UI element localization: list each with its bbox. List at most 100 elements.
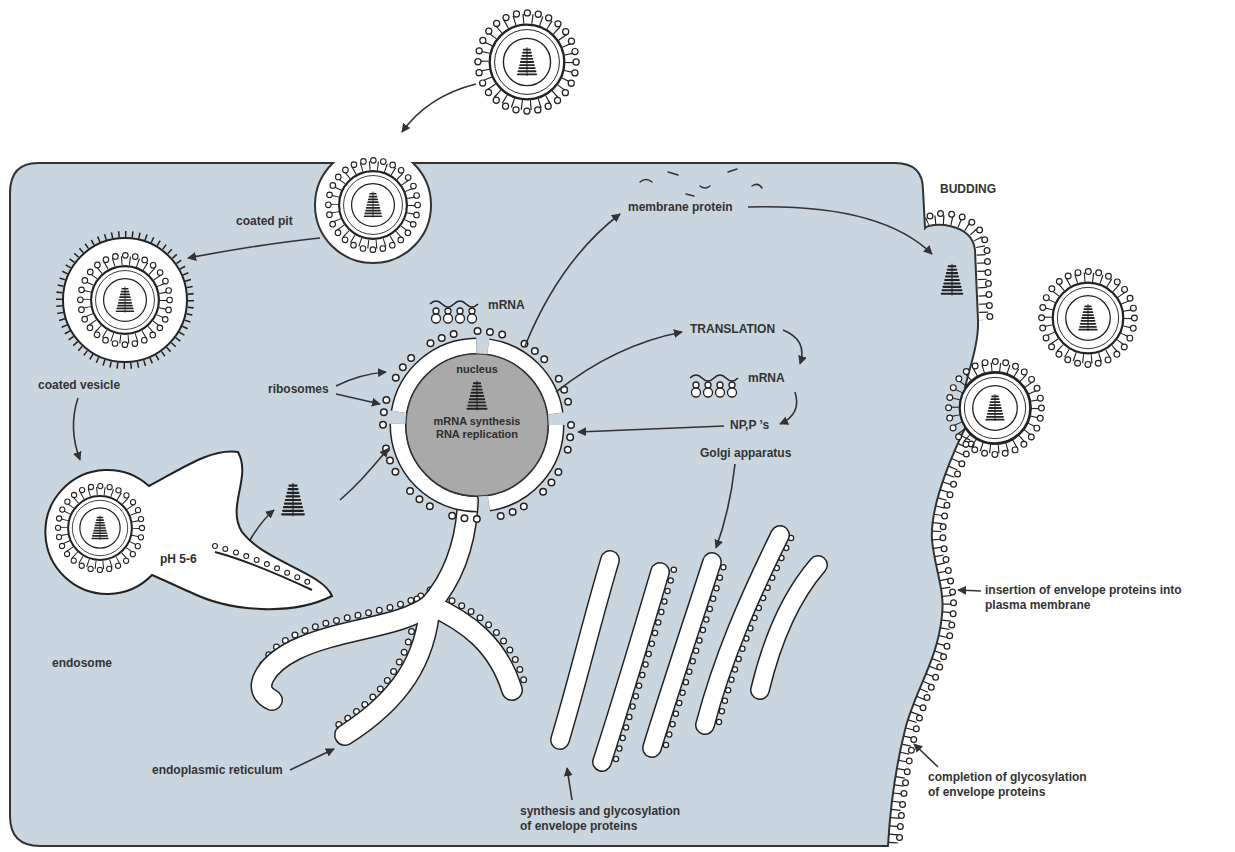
virion [478,13,576,111]
pathway-arrow [525,214,620,346]
er-outline [430,605,512,690]
callout-label: endoplasmic reticulum [152,763,283,778]
ribosome-ring [383,331,571,519]
callout-label: insertion of envelope proteins into plas… [985,583,1205,613]
fused-membrane [215,552,312,590]
callout-label: NP,P ’s [730,418,769,433]
spike-heads-fill [930,213,990,320]
ribosome-small [729,382,735,388]
ribosome-large [432,314,441,323]
ribosome-large [704,388,713,397]
nuclear-nucleocapsid [467,381,486,411]
virion-in-vesicle [80,255,169,344]
ribosome-large [456,314,465,323]
callout-label: ribosomes [268,382,329,397]
node-text: nucleus [405,363,549,376]
endosome-shape: pH 5-6 [40,440,340,615]
callout-label: mRNA [748,371,785,386]
ribosome-large [716,388,725,397]
mrna-strand [430,301,478,307]
callout-label: BUDDING [940,182,996,197]
callout-label: TRANSLATION [690,322,775,337]
ribosome-large [444,314,453,323]
er-group [262,500,524,735]
pathway-arrow [188,238,320,258]
ribosome-large [468,314,477,323]
ribosome-small [705,382,711,388]
spike-heads [930,213,990,320]
leader-arrow [336,394,380,404]
budding-nucleocapsid [942,264,963,296]
callout-label: completion of glycosylation of envelope … [928,770,1094,800]
entry-arrow [402,84,476,132]
ribosome-small [693,382,699,388]
ribosome-large [692,388,701,397]
ribosome-small [469,308,475,314]
er-lumen [430,605,512,690]
virion-in-endosome [58,486,142,570]
coated-vesicle [63,238,187,362]
callout-label: coated vesicle [38,378,120,393]
ribosome-large [728,388,737,397]
pathway-arrow [780,392,797,424]
ribosome-small [717,382,723,388]
released-virion [1042,272,1135,365]
endosome-outline [45,452,332,610]
pathway-arrow [73,398,80,460]
golgi-lumen [705,535,780,725]
arrow-group [73,84,981,800]
node-text: mRNA synthesis RNA replication [427,415,527,441]
nuclear-envelope-lumen [398,346,556,504]
protein-fragments [640,169,762,196]
golgi-outline [560,560,610,740]
cell-membrane [10,163,1031,846]
golgi-lumen [760,565,818,690]
spike-heads [899,434,976,846]
mrna-strand [690,375,738,381]
leader-arrow [716,464,735,548]
callout-label: Golgi apparatus [700,446,791,461]
nucleus-outline [406,354,548,496]
pathway-arrow [748,207,932,254]
node-text: pH 5-6 [160,552,197,566]
node-outline-layer [40,440,340,615]
callout-label: membrane protein [628,200,733,215]
callout-label: endosome [52,656,112,671]
leader-arrow [914,744,938,767]
golgi-group [560,532,818,762]
callout-label: mRNA [488,298,525,313]
callout-label: synthesis and glycosylation of envelope … [520,804,687,834]
vesicle-coat [59,234,191,366]
ribosome-ring-fill [383,331,571,519]
pathway-arrow [783,330,802,364]
polysome [432,308,477,323]
nucleoplasm [406,354,548,496]
released-nucleocapsid [282,483,304,516]
endosome-lumen [45,452,332,610]
virion-in-pit [328,160,417,249]
flow-arrow [340,449,388,500]
nucleus-circle: nucleus mRNA synthesis RNA replication [405,353,549,497]
er-lumen [345,605,430,735]
ribosome-small [433,308,439,314]
pathway-arrow [578,426,724,432]
leader-arrow [290,749,334,770]
spike-heads-fill [899,434,976,846]
membrane-spikes [927,220,984,320]
golgi-lumen [560,560,610,740]
polysome [692,382,737,397]
leader-arrow [336,372,386,386]
uncoating-arrow [250,510,274,540]
golgi-outline [760,565,818,690]
leader-arrow [567,768,572,800]
leader-arrow [958,590,981,591]
budding-virion [949,362,1042,455]
ribosome-small [445,308,451,314]
ribosome-small [457,308,463,314]
nuclear-envelope [398,346,556,504]
